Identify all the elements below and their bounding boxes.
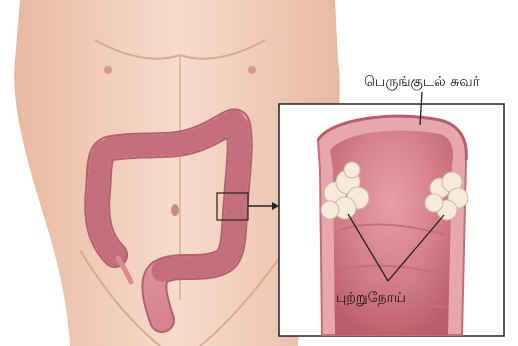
polyp-label: புற்றுநோய் <box>336 291 406 305</box>
navel <box>171 204 179 216</box>
colon-wall-label: பெருங்குடல் சுவர் <box>364 75 480 89</box>
right-nipple <box>248 66 256 74</box>
left-nipple <box>104 66 112 74</box>
